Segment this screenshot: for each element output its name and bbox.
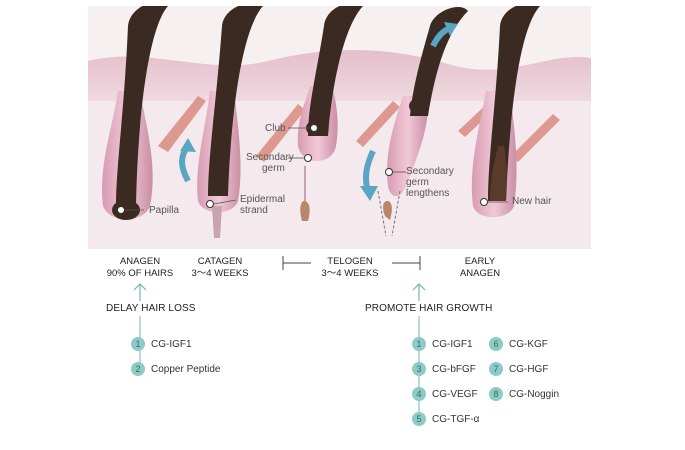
- promote-item-7: 7 CG-HGF: [489, 361, 548, 377]
- papilla-label: Papilla: [149, 205, 180, 216]
- delay-item-2-badge: 2: [131, 362, 145, 376]
- stage-telogen-name: TELOGEN: [327, 256, 373, 267]
- telogen-range-bracket: [282, 256, 421, 270]
- promote-item-5: 5 CG-TGF-α: [412, 411, 479, 427]
- secondary-germ-lengthens-label: Secondary germ lengthens: [406, 166, 454, 199]
- promote-arrow-up-icon: [412, 283, 426, 301]
- stage-catagen-detail: 3～4 WEEKS: [191, 268, 249, 279]
- stage-early-anagen-name: EARLY: [464, 256, 496, 267]
- delay-item-1-badge: 1: [131, 337, 145, 351]
- promote-item-1-badge: 1: [412, 337, 426, 351]
- promote-item-8: 8 CG-Noggin: [489, 386, 559, 402]
- promote-item-4: 4 CG-VEGF: [412, 386, 478, 402]
- lengthening-follicle: [387, 96, 429, 197]
- promote-item-7-badge: 7: [489, 362, 503, 376]
- epidermal-strand-label: Epidermal strand: [240, 194, 285, 216]
- stage-anagen-detail: 90% OF HAIRS: [106, 268, 174, 279]
- promote-item-8-badge: 8: [489, 387, 503, 401]
- stage-telogen: TELOGEN 3～4 WEEKS: [310, 256, 390, 280]
- promote-item-3-label: CG-bFGF: [432, 363, 476, 375]
- delay-item-1-label: CG-IGF1: [151, 338, 192, 350]
- promote-item-8-label: CG-Noggin: [509, 388, 560, 400]
- promote-item-4-badge: 4: [412, 387, 426, 401]
- delay-item-2: 2 Copper Peptide: [131, 361, 221, 377]
- club-label: Club: [265, 123, 286, 134]
- stage-catagen-name: CATAGEN: [197, 256, 243, 267]
- epidermal-strand-line2: strand: [240, 205, 268, 216]
- stage-early-anagen: EARLY ANAGEN: [445, 256, 515, 280]
- promote-item-5-label: CG-TGF-α: [432, 413, 480, 425]
- new-hair-label: New hair: [512, 196, 552, 207]
- stage-telogen-detail: 3～4 WEEKS: [321, 268, 379, 279]
- sgl-line1: Secondary: [406, 166, 454, 177]
- secondary-germ-line1: Secondary: [246, 152, 294, 163]
- stage-catagen: CATAGEN 3～4 WEEKS: [185, 256, 255, 280]
- secondary-germ-line2: germ: [262, 163, 285, 174]
- sgl-line2: germ: [406, 177, 429, 188]
- sgl-line3: lengthens: [406, 188, 450, 199]
- promote-item-4-label: CG-VEGF: [432, 388, 478, 400]
- promote-item-6: 6 CG-KGF: [489, 336, 548, 352]
- delay-arrow-up-icon: [133, 283, 147, 301]
- stage-anagen-name: ANAGEN: [119, 256, 161, 267]
- promote-item-3-badge: 3: [412, 362, 426, 376]
- epidermal-strand-line1: Epidermal: [240, 194, 286, 205]
- promote-item-6-badge: 6: [489, 337, 503, 351]
- hair-cycle-illustration: [88, 6, 591, 249]
- stage-anagen: ANAGEN 90% OF HAIRS: [100, 256, 180, 280]
- promote-item-5-badge: 5: [412, 412, 426, 426]
- promote-item-3: 3 CG-bFGF: [412, 361, 476, 377]
- delay-item-2-label: Copper Peptide: [151, 363, 221, 375]
- promote-item-6-label: CG-KGF: [509, 338, 548, 350]
- secondary-germ-label: Secondary germ: [246, 152, 294, 174]
- stage-early-anagen-detail: ANAGEN: [459, 268, 501, 279]
- delay-item-1: 1 CG-IGF1: [131, 336, 192, 352]
- promote-item-7-label: CG-HGF: [509, 363, 549, 375]
- promote-item-1-label: CG-IGF1: [432, 338, 473, 350]
- promote-item-1: 1 CG-IGF1: [412, 336, 473, 352]
- delay-hair-loss-title: DELAY HAIR LOSS: [106, 303, 196, 314]
- promote-hair-growth-title: PROMOTE HAIR GROWTH: [365, 303, 493, 314]
